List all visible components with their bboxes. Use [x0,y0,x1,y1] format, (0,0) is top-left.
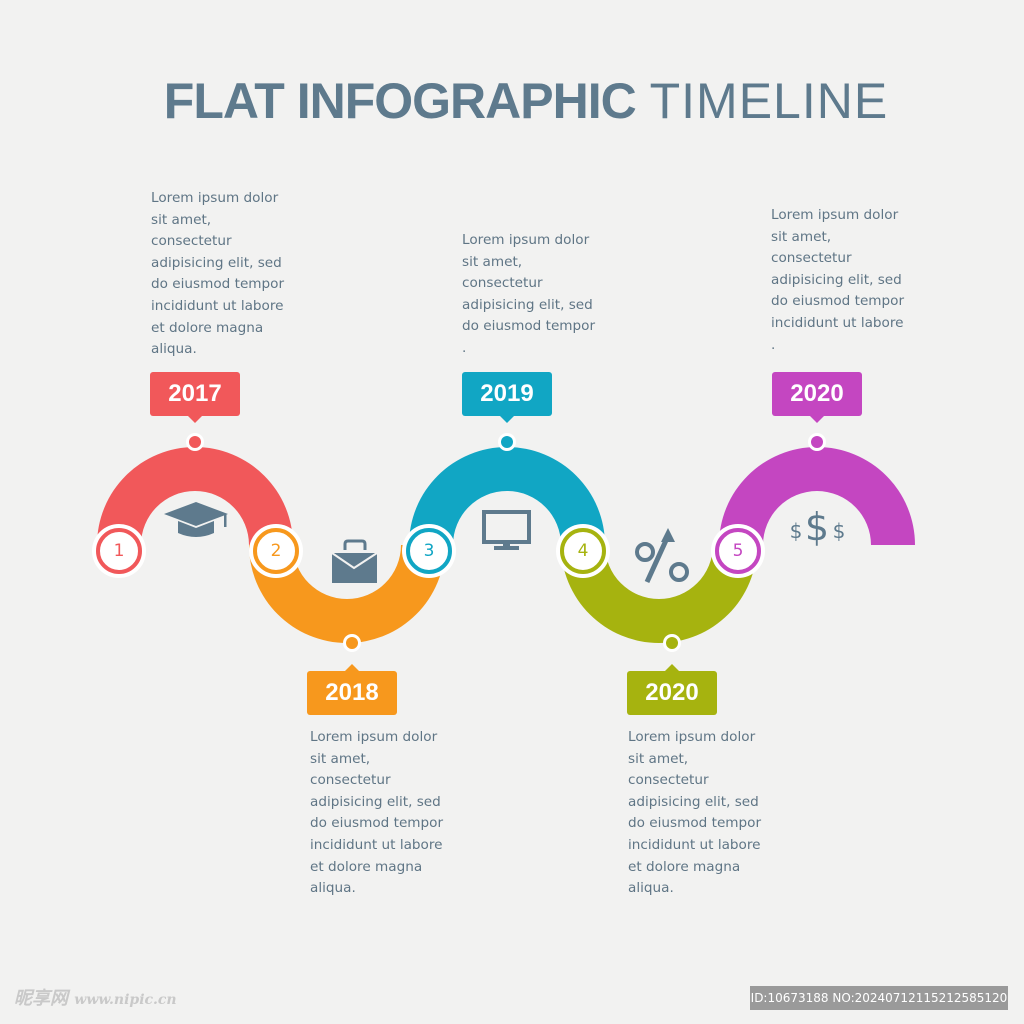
year-tag-3: 2019 [462,372,552,423]
description-line: sit amet, [628,750,689,767]
arc-segment-2 [249,545,445,643]
description-line: sit amet, [151,211,212,228]
connector-dot-3 [498,433,516,451]
description-line: Lorem ipsum dolor [462,232,590,248]
step-number-2: 2 [270,541,282,561]
briefcase-icon [331,539,378,583]
connector-dot-2 [343,634,361,652]
description-line: aliqua. [628,880,674,897]
description-line: et dolore magna [628,858,741,875]
page-title: FLAT INFOGRAPHIC TIMELINE [0,72,1024,130]
description-line: Lorem ipsum dolor [151,190,279,206]
description-line: do eiusmod tempor [151,276,285,293]
description-1: Lorem ipsum dolor sit amet, consectetur adi… [151,188,291,361]
step-number-4: 4 [577,541,589,561]
description-line: et dolore magna [310,858,423,875]
description-line: et dolore magna [151,319,264,336]
node-circle-4 [556,524,610,578]
description-line: consectetur [151,233,232,250]
year-tag-4: 2020 [627,664,717,715]
description-line: Lorem ipsum dolor [771,207,899,223]
description-line: consectetur [771,250,852,267]
year-tag-1: 2017 [150,372,240,423]
step-number-3: 3 [423,541,435,561]
step-number-5: 5 [732,541,744,561]
description-line: adipisicing elit, sed [628,793,759,810]
description-line: Lorem ipsum dolor [628,729,756,745]
description-line: consectetur [462,275,543,292]
description-3: Lorem ipsum dolor sit amet, consectetur adi… [462,230,602,360]
description-line: do eiusmod tempor [462,318,596,335]
description-line: adipisicing elit, sed [310,793,441,810]
description-line: incididunt ut labore [771,314,904,331]
node-circle-2 [249,524,303,578]
connector-dot-4 [663,634,681,652]
node-circle-3 [402,524,456,578]
description-line: incididunt ut labore [628,836,761,853]
description-line: do eiusmod tempor [628,815,762,832]
watermark-id: ID:10673188 NO:20240712115212585120 [750,986,1008,1010]
description-line: consectetur [310,772,391,789]
watermark-logo: 昵享网 www.nipic.cn [14,984,177,1010]
monitor-icon [482,510,531,550]
node-circle-5 [711,524,765,578]
description-line: sit amet, [462,253,523,270]
arc-segment-4 [561,545,757,643]
description-2: Lorem ipsum dolor sit amet, consectetur adi… [310,727,450,900]
description-line: Lorem ipsum dolor [310,729,438,745]
description-line: aliqua. [310,880,356,897]
title-bold: FLAT INFOGRAPHIC [163,73,637,129]
step-number-1: 1 [113,541,125,561]
description-line: . [771,336,776,353]
connector-dot-5 [808,433,826,451]
description-5: Lorem ipsum dolor sit amet, consectetur adi… [771,205,911,356]
money-icon-small-right: $ [833,519,846,543]
money-icon: $ $ $ [790,505,846,549]
percent-growth-icon [635,528,689,584]
description-4: Lorem ipsum dolor sit amet, consectetur adi… [628,727,768,900]
title-light: TIMELINE [649,73,889,129]
description-line: sit amet, [310,750,371,767]
description-line: adipisicing elit, sed [771,271,902,288]
watermark-logo-text: 昵享网 [14,988,68,1009]
arc-segment-3 [409,447,605,545]
year-tag-2: 2018 [307,664,397,715]
description-line: do eiusmod tempor [310,815,444,832]
description-line: do eiusmod tempor [771,293,905,310]
arc-segment-5 [719,447,915,545]
money-icon-large: $ [805,505,829,549]
description-line: adipisicing elit, sed [462,296,593,313]
description-line: incididunt ut labore [151,297,284,314]
description-line: . [462,339,467,356]
description-line: adipisicing elit, sed [151,254,282,271]
year-tag-5: 2020 [772,372,862,423]
connector-dot-1 [186,433,204,451]
description-line: incididunt ut labore [310,836,443,853]
money-icon-small-left: $ [790,519,803,543]
description-line: aliqua. [151,341,197,358]
arc-segment-1 [97,447,293,545]
description-line: sit amet, [771,228,832,245]
node-circle-1 [92,524,146,578]
watermark-site: www.nipic.cn [74,992,177,1008]
description-line: consectetur [628,772,709,789]
graduation-cap-icon [164,502,228,537]
